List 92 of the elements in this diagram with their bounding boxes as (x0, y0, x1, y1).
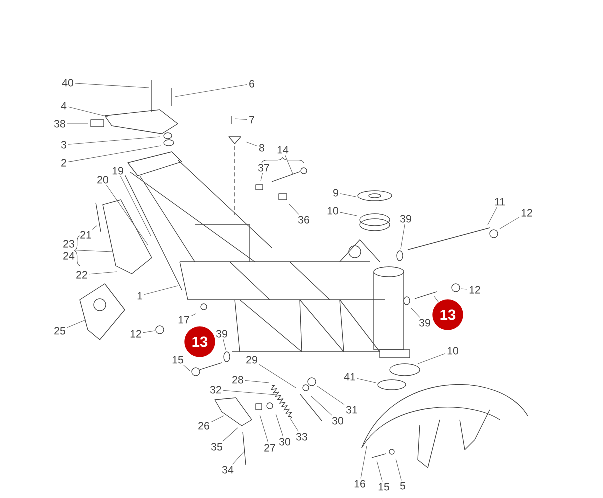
callout-number: 37 (258, 164, 270, 172)
callout-number: 27 (264, 444, 276, 452)
callout-number: 17 (178, 316, 190, 324)
callout-number: 31 (346, 406, 358, 414)
leader-line (174, 84, 248, 98)
leader-line (120, 176, 152, 236)
callout-number: 4 (61, 102, 67, 110)
callout-number: 8 (260, 144, 264, 152)
leader-line (234, 118, 248, 120)
callout-number: 39 (400, 215, 412, 223)
leader-line (222, 428, 238, 442)
callout-number: 15 (378, 483, 390, 491)
callout-number: 25 (54, 327, 66, 335)
callout-number: 26 (198, 422, 210, 430)
leader-line (67, 320, 86, 328)
callout-number: 11 (495, 198, 506, 206)
leader-line (68, 136, 160, 145)
callout-number: 38 (54, 120, 66, 128)
leader-line (488, 207, 498, 226)
leader-line (143, 330, 156, 334)
callout-number: 33 (296, 433, 308, 441)
callout-number: 10 (448, 347, 459, 355)
callout-number: 19 (112, 167, 124, 175)
callout-number: 2 (62, 159, 66, 167)
callout-number: 3 (61, 141, 66, 149)
leader-line (245, 380, 270, 384)
leader-line (260, 414, 269, 443)
callout-number: 5 (400, 482, 406, 490)
leader-line (316, 386, 345, 406)
callout-number: 29 (246, 356, 258, 364)
callout-number: 30 (279, 438, 291, 446)
callout-number: 7 (250, 116, 254, 124)
leader-line (106, 185, 148, 246)
leader-line (376, 460, 383, 482)
leader-line (357, 378, 376, 384)
leader-line (460, 288, 468, 290)
callout-number: 22 (76, 271, 88, 279)
leader-line (223, 390, 276, 396)
callout-number: 12 (470, 286, 480, 294)
callout-number: 6 (250, 80, 254, 88)
leader-line (418, 354, 446, 364)
leader-line (276, 414, 284, 437)
callout-number: 35 (211, 443, 222, 451)
callout-number: 36 (298, 216, 310, 224)
leader-line (500, 217, 520, 230)
leader-line (232, 452, 244, 465)
callout-number: 32 (210, 386, 222, 394)
leader-line (260, 173, 264, 182)
leader-line (310, 396, 332, 416)
leader-line (259, 364, 296, 388)
leader-line (223, 339, 226, 350)
callout-number: 20 (98, 176, 109, 184)
leader-line (75, 83, 150, 88)
callout-number: 10 (328, 207, 339, 215)
leader-line (211, 416, 224, 422)
callout-number: 16 (354, 480, 366, 488)
callout-number: 34 (222, 466, 234, 474)
leader-line (290, 418, 299, 432)
leader-line (68, 146, 162, 162)
callout-number: 28 (232, 376, 244, 384)
leader-line (191, 314, 196, 316)
callout-number: 12 (130, 330, 142, 338)
callout-badge: 13 (432, 300, 464, 330)
leader-line (76, 250, 112, 252)
callout-badge: 13 (184, 326, 216, 358)
leader-line (284, 155, 294, 174)
callout-number: 12 (522, 209, 532, 217)
callout-number: 14 (278, 146, 289, 154)
leader-line (400, 224, 406, 250)
leader-line (340, 212, 358, 216)
leader-line (288, 204, 300, 215)
leader-line (434, 296, 440, 303)
callout-number: 21 (80, 231, 92, 239)
leader-line (89, 272, 118, 275)
callout-number: 39 (216, 330, 228, 338)
leader-line (340, 194, 356, 198)
leader-line (68, 106, 108, 118)
leader-line (246, 142, 258, 147)
leader-line (144, 286, 178, 296)
callout-number: 41 (344, 373, 356, 381)
leader-line (184, 365, 190, 372)
callout-number: 9 (334, 189, 338, 197)
callout-number: 15 (172, 356, 184, 364)
callout-number: 40 (62, 79, 74, 87)
leader-line (92, 226, 98, 230)
leader-line (360, 446, 368, 479)
callout-number: 1 (138, 292, 142, 300)
leader-line (410, 308, 420, 318)
leader-line (396, 458, 402, 481)
callout-number: 39 (419, 319, 430, 327)
callout-number: 23 24 (64, 240, 75, 260)
callout-number: 30 (332, 417, 344, 425)
